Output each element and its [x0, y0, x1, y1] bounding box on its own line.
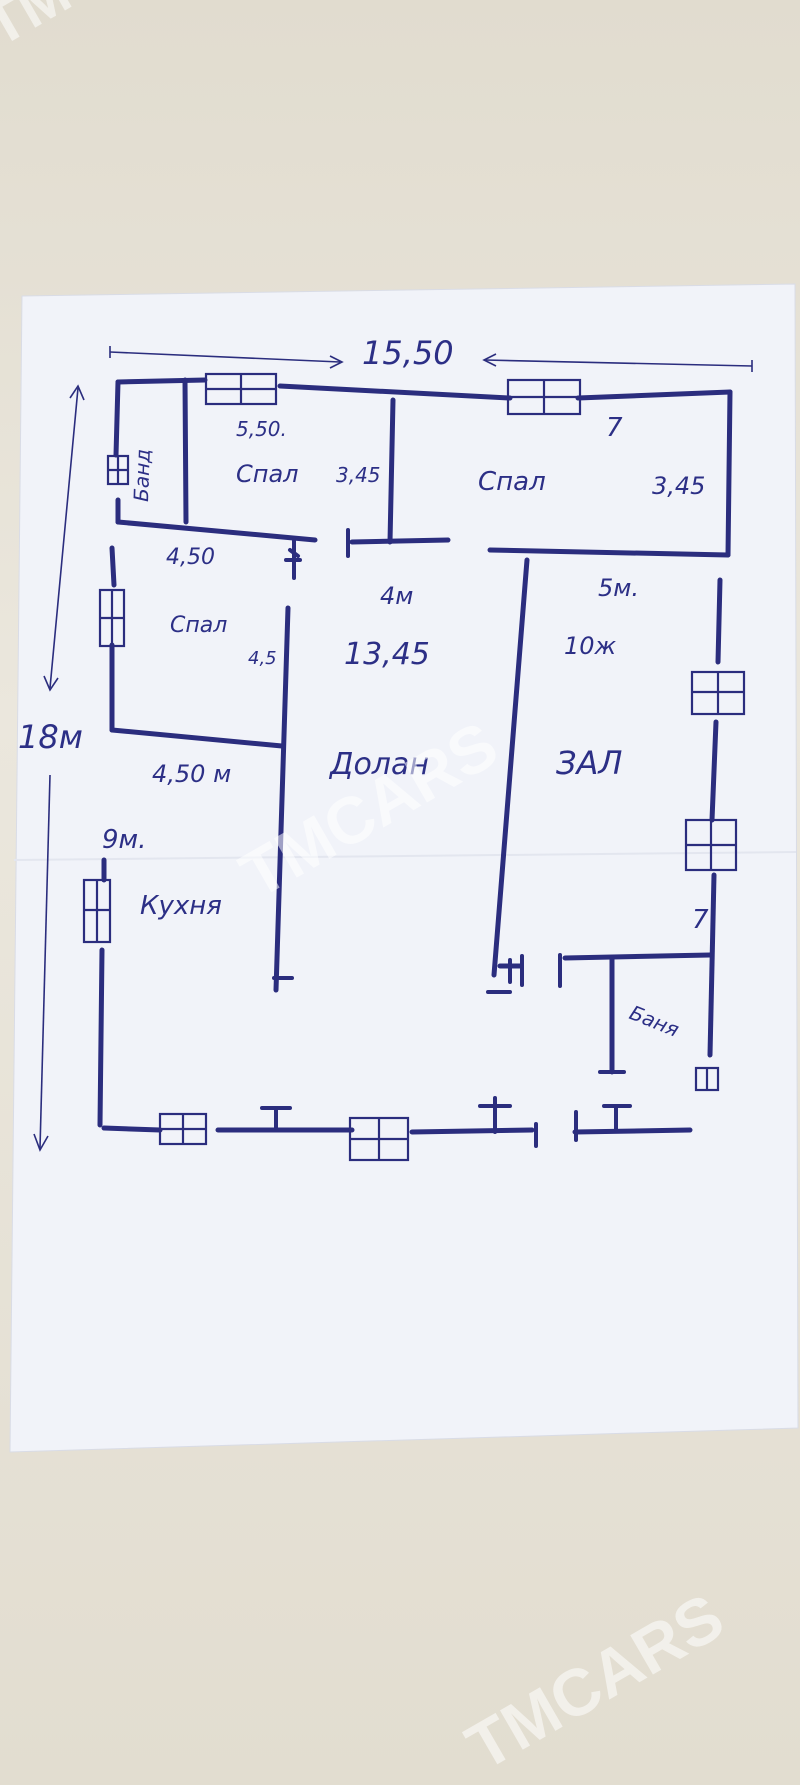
top-arrow-left — [482, 353, 497, 367]
left-arrow-down-1 — [43, 675, 59, 692]
window-bath-right — [694, 1066, 720, 1092]
width-9m-label: 9м. — [102, 825, 146, 855]
bedroom2-bottom-wall — [487, 547, 731, 558]
bedroom1-size: 3,45 — [336, 463, 381, 487]
right-wall-lower — [707, 872, 717, 1058]
kitchen-left-wall-b — [97, 947, 105, 1128]
window-left-bedroom3 — [98, 588, 126, 648]
bath-small-label: Банд — [129, 448, 155, 502]
left-arrow-down-2 — [33, 1133, 49, 1152]
bedroom3-label: Спал — [170, 613, 227, 638]
door-bottom-4 — [602, 1104, 632, 1132]
bath-small-wall — [182, 377, 189, 525]
left-dimension-line-top — [49, 387, 79, 689]
bedroom3-bottom-wall — [109, 727, 285, 749]
width-4-50-top-label: 4,50 — [166, 545, 215, 570]
window-kitchen — [82, 878, 112, 944]
door-bottom-1 — [260, 1106, 292, 1130]
living-size: 10ж — [564, 632, 617, 660]
right-wall-upper — [725, 389, 733, 558]
paper-sheet — [10, 284, 798, 1452]
left-wall-top — [113, 379, 121, 458]
windows — [82, 372, 746, 1162]
hall-left-partition — [273, 605, 291, 993]
total-width-label: 15,50 — [362, 334, 454, 372]
window-bottom-1 — [158, 1112, 208, 1146]
doors — [260, 528, 632, 1148]
top-wall-c — [575, 389, 733, 401]
window-left-bath — [106, 454, 130, 486]
watermark-top: TMCARS — [0, 0, 229, 59]
bottom-wall-a — [101, 1125, 163, 1133]
window-right-2 — [684, 818, 738, 872]
bedroom3-size: 4,5 — [248, 648, 277, 669]
bottom-wall-d — [572, 1127, 693, 1135]
top-wall-a — [115, 377, 208, 385]
paper-fold — [13, 851, 797, 861]
top-arrow-right — [329, 355, 344, 369]
bottom-wall-c — [409, 1127, 535, 1135]
width-5m-label: 5м. — [598, 574, 639, 602]
walls — [97, 377, 733, 1135]
dimension-lines — [33, 346, 753, 1152]
top-wall-b — [277, 383, 513, 401]
door-bath-hall — [508, 953, 562, 988]
hall-size: 13,45 — [344, 637, 430, 672]
left-dimension-line-bottom — [39, 774, 51, 1149]
window-right-1 — [690, 670, 746, 716]
paper-edge — [9, 283, 799, 1453]
left-arrow-up — [69, 384, 85, 401]
window-top-left — [204, 372, 278, 406]
total-height-label: 18м — [18, 718, 83, 756]
bedroom2-door-wall — [349, 537, 451, 545]
seven-top-label: 7 — [606, 413, 623, 443]
top-dimension-line-left — [109, 351, 341, 363]
watermark-bottom: TMCARS — [454, 1579, 735, 1784]
window-top-right — [506, 378, 582, 416]
bedroom2-size: 3,45 — [652, 472, 705, 500]
bedroom2-label: Спал — [478, 467, 546, 497]
kitchen-label: Кухня — [140, 891, 222, 921]
width-4-50-bottom-label: 4,50 м — [152, 760, 231, 788]
door-bottom-2 — [478, 1096, 512, 1134]
right-wall-mid1 — [715, 577, 723, 665]
bath-top-wall — [562, 952, 713, 961]
window-bottom-2 — [348, 1116, 410, 1162]
hall-right-partition — [491, 557, 530, 978]
top-dimension-line-right — [484, 359, 753, 367]
right-wall-mid2 — [709, 719, 719, 823]
living-label: ЗАЛ — [556, 744, 622, 782]
hall-label: Долан — [328, 747, 429, 782]
door-bedroom1-tee — [284, 536, 302, 580]
width-4m-label: 4м — [380, 582, 413, 610]
seven-right-label: 7 — [692, 905, 709, 935]
door-bottom-3 — [534, 1110, 578, 1148]
bedroom3-left-wall-a — [109, 545, 117, 588]
width-5-50-label: 5,50. — [236, 417, 287, 441]
bedroom-partition-wall — [387, 397, 396, 545]
bedroom1-bottom-wall — [115, 519, 318, 543]
bedroom1-label: Спал — [236, 460, 299, 488]
